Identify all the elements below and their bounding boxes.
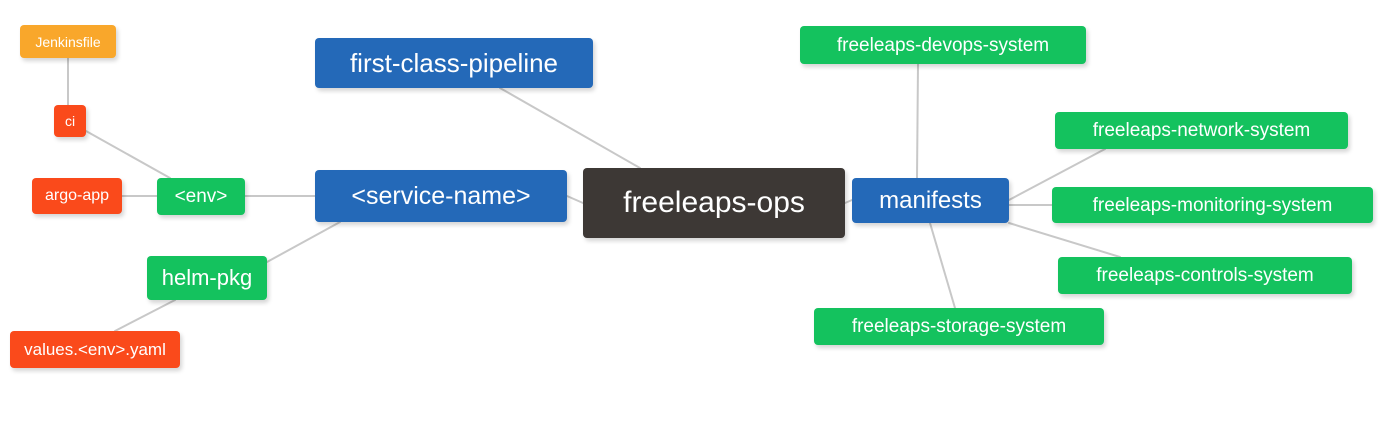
mindmap-node-jenkinsfile[interactable]: Jenkinsfile: [20, 25, 116, 58]
edge-freeleaps-ops-to-manifests: [844, 199, 853, 204]
mindmap-node-values-env-yaml[interactable]: values.<env>.yaml: [10, 331, 180, 368]
mindmap-node-first-class-pipeline[interactable]: first-class-pipeline: [315, 38, 593, 88]
edge-service-name-to-helm-pkg: [266, 221, 341, 263]
edge-freeleaps-ops-to-service-name: [566, 195, 584, 204]
mindmap-node-helm-pkg[interactable]: helm-pkg: [147, 256, 267, 300]
edge-manifests-to-freeleaps-controls-system: [1008, 222, 1121, 258]
mindmap-node-freeleaps-devops-system[interactable]: freeleaps-devops-system: [800, 26, 1086, 64]
mindmap-node-freeleaps-ops[interactable]: freeleaps-ops: [583, 168, 845, 238]
mindmap-node-freeleaps-monitoring-system[interactable]: freeleaps-monitoring-system: [1052, 187, 1373, 223]
mindmap-node-service-name[interactable]: <service-name>: [315, 170, 567, 222]
mindmap-node-env[interactable]: <env>: [157, 178, 245, 215]
edge-helm-pkg-to-values-env-yaml: [114, 299, 176, 332]
edge-env-to-ci: [85, 130, 171, 179]
mindmap-node-freeleaps-network-system[interactable]: freeleaps-network-system: [1055, 112, 1348, 149]
mindmap-node-ci[interactable]: ci: [54, 105, 86, 137]
mindmap-node-manifests[interactable]: manifests: [852, 178, 1009, 223]
mindmap-node-freeleaps-storage-system[interactable]: freeleaps-storage-system: [814, 308, 1104, 345]
mindmap-node-freeleaps-controls-system[interactable]: freeleaps-controls-system: [1058, 257, 1352, 294]
edge-freeleaps-ops-to-first-class-pipeline: [499, 87, 641, 169]
edge-manifests-to-freeleaps-devops-system: [916, 63, 919, 179]
edge-manifests-to-freeleaps-storage-system: [929, 222, 956, 309]
mindmap-node-argo-app[interactable]: argo-app: [32, 178, 122, 214]
